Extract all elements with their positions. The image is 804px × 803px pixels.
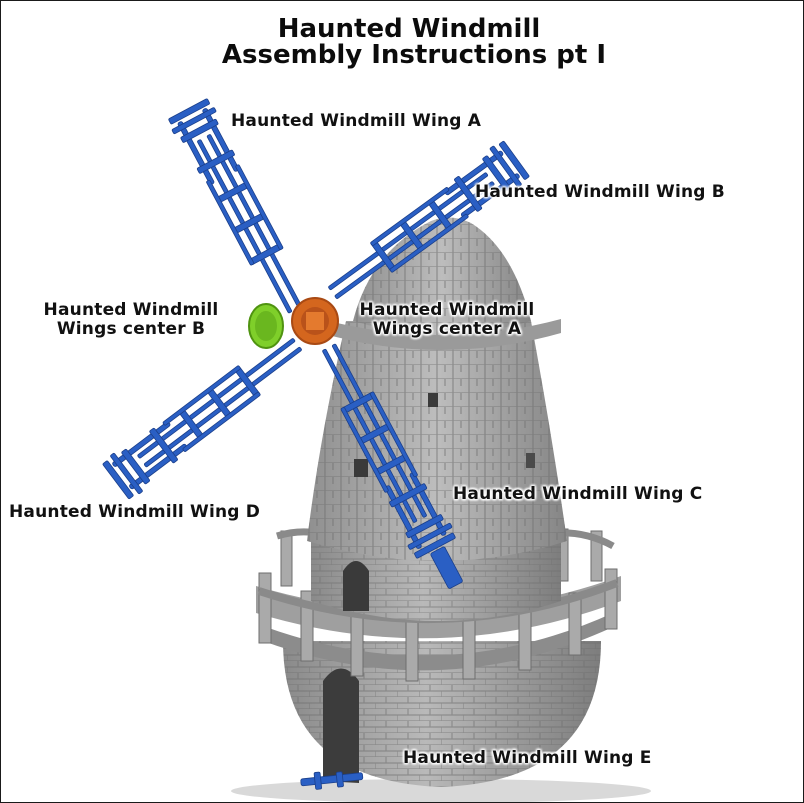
title-line-2: Assembly Instructions pt I	[221, 40, 607, 70]
label-center-a: Haunted Windmill Wings center A	[341, 301, 553, 339]
tower-base	[283, 641, 601, 787]
label-center-b-line2: Wings center B	[56, 319, 206, 339]
cap-ring	[321, 319, 561, 350]
wing-d	[100, 324, 313, 502]
wing-e	[300, 771, 364, 790]
label-wing-c: Haunted Windmill Wing C	[453, 484, 703, 504]
wings-center-a	[291, 297, 339, 345]
title-line-1: Haunted Windmill	[277, 14, 541, 44]
label-center-b-line1: Haunted Windmill	[43, 300, 219, 320]
wing-a	[166, 96, 317, 322]
label-wing-a: Haunted Windmill Wing A	[231, 111, 482, 131]
wing-c	[307, 335, 463, 589]
label-wing-d: Haunted Windmill Wing D	[9, 502, 261, 522]
label-wing-e: Haunted Windmill Wing E	[403, 748, 652, 768]
ground-shadow	[231, 779, 651, 802]
wings-center-b	[248, 303, 284, 349]
label-center-b: Haunted Windmill Wings center B	[25, 301, 237, 339]
label-center-a-line1: Haunted Windmill	[359, 300, 535, 320]
tower-upper	[307, 321, 567, 561]
roof	[353, 217, 531, 334]
label-wing-b: Haunted Windmill Wing B	[475, 182, 725, 202]
label-center-a-line2: Wings center A	[372, 319, 522, 339]
